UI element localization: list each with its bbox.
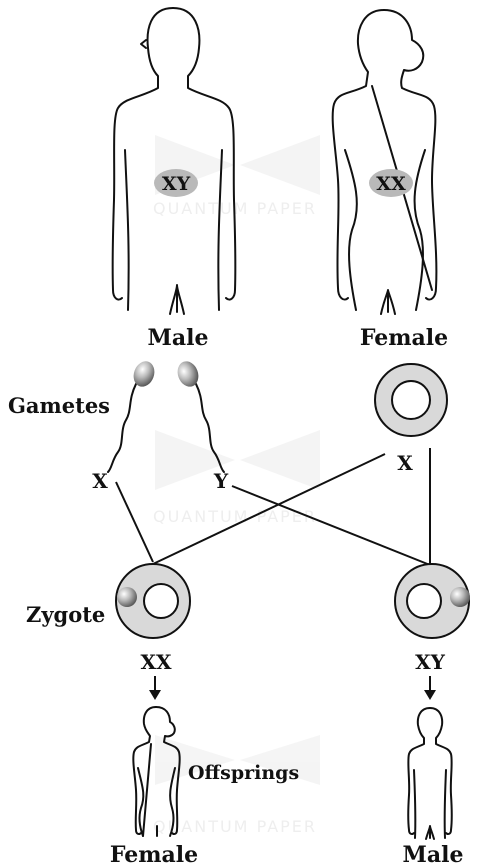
zygote-label: Zygote: [26, 602, 105, 627]
male-chromosomes: XY: [162, 173, 191, 195]
gametes-label: Gametes: [8, 393, 110, 418]
offspring-male-label: Male: [403, 842, 464, 866]
zygote-xy-chromosomes: XY: [415, 650, 446, 674]
offspring-label: Offsprings: [188, 762, 299, 784]
female-parent-figure: XX Female: [333, 10, 449, 351]
zygote-xx-chromosomes: XX: [140, 650, 172, 674]
male-offspring-figure: Male: [403, 708, 464, 866]
zygote-xx: [116, 564, 190, 638]
sperm-x: [108, 358, 158, 472]
arrow-down-icon: [424, 676, 436, 700]
sperm-head: [174, 358, 202, 389]
sperm-head: [450, 587, 470, 607]
arrow-down-icon: [149, 676, 161, 700]
male-label: Male: [148, 325, 209, 351]
zygote-xy: [395, 564, 470, 638]
female-offspring-figure: Female: [110, 707, 198, 866]
egg-cell: [375, 364, 447, 436]
offspring-female-label: Female: [110, 842, 198, 866]
sperm-head: [130, 358, 158, 389]
sperm-x-chromosome: X: [92, 469, 108, 493]
sperm-y-chromosome: Y: [213, 469, 229, 493]
egg-x-chromosome: X: [397, 451, 413, 475]
watermark: QUANTUM PAPER QUANTUM PAPER QUANTUM PAPE…: [153, 135, 320, 836]
male-parent-figure: XY Male: [113, 8, 236, 351]
female-label: Female: [360, 325, 448, 351]
female-chromosomes: XX: [376, 173, 406, 195]
sperm-head: [117, 587, 137, 607]
